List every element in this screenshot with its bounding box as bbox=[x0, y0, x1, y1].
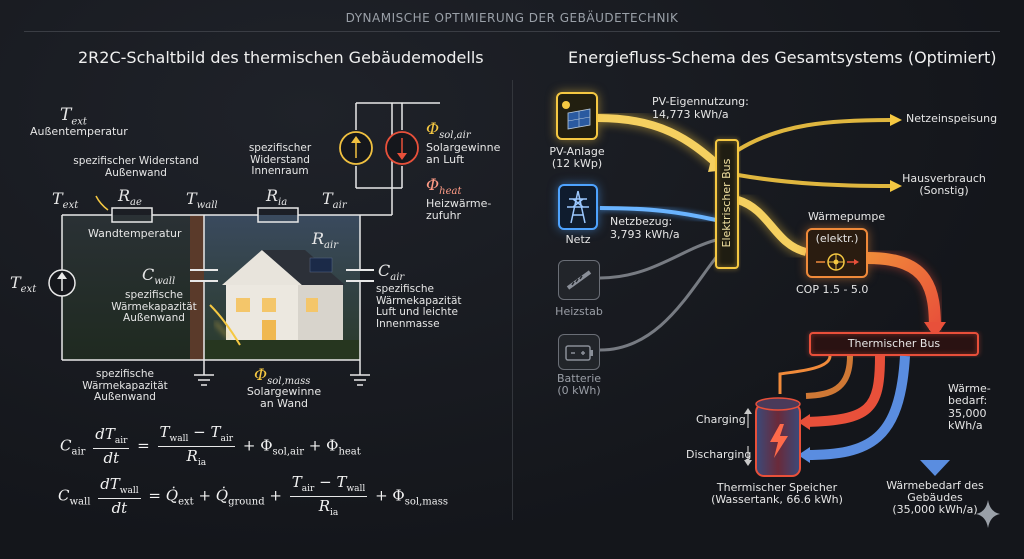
grid-label: Netz bbox=[565, 233, 591, 246]
phi-sol-air-desc: Solargewinne an Luft bbox=[426, 141, 501, 167]
resistor-ria bbox=[257, 207, 299, 223]
r-ia-desc: spezifischer Widerstand Innenraum bbox=[248, 142, 312, 178]
phi-heat-symbol: Φheat bbox=[426, 175, 462, 198]
flow-discharging bbox=[805, 355, 910, 460]
current-source-heat bbox=[385, 131, 419, 165]
thermal-bus-label: Thermischer Bus bbox=[847, 337, 941, 350]
heating-rod-icon bbox=[558, 260, 600, 300]
pv-flow-label: PV-Eigennutzung: 14,773 kWh/a bbox=[652, 95, 749, 121]
heatpump-title: Wärmepumpe bbox=[808, 210, 886, 223]
left-panel-title: 2R2C-Schaltbild des thermischen Gebäudem… bbox=[78, 48, 484, 67]
label-r-ae: Rae bbox=[118, 186, 142, 209]
flow-pv-to-bus bbox=[597, 114, 721, 168]
export-label: Netzeinspeisung bbox=[906, 112, 998, 125]
charging-label: Charging bbox=[696, 413, 746, 426]
wall-temp-label: Wandtemperatur bbox=[88, 227, 182, 240]
flow-bus-to-household bbox=[737, 173, 891, 188]
heat-pump-icon bbox=[808, 248, 866, 276]
flow-bus-to-export bbox=[736, 118, 891, 152]
resistor-rae bbox=[111, 207, 153, 223]
electric-bus-label: Elektrischer Bus bbox=[719, 158, 733, 248]
building-demand-label: Wärmebedarf des Gebäudes (35,000 kWh/a) bbox=[886, 479, 984, 517]
battery-icon bbox=[558, 334, 600, 370]
phi-sol-mass-symbol: Φsol,mass bbox=[254, 365, 311, 388]
flow-grid-to-bus bbox=[599, 206, 717, 222]
right-panel-title: Energiefluss-Schema des Gesamtsystems (O… bbox=[568, 48, 997, 67]
house-illustration bbox=[204, 250, 360, 360]
ground-symbol-right bbox=[350, 374, 370, 386]
wall-section bbox=[190, 215, 204, 360]
flow-bus-to-heatpump bbox=[736, 196, 808, 256]
c-wall-desc: spezifische Wärmekapazität Außenwand bbox=[111, 289, 197, 325]
pv-label: PV-Anlage (12 kWp) bbox=[549, 145, 605, 171]
heatpump-box-label: (elektr.) bbox=[815, 232, 859, 245]
flow-heatpump-to-thermalbus bbox=[867, 252, 941, 331]
node-t-wall: Twall bbox=[186, 189, 218, 212]
heat-pump-box: (elektr.) bbox=[806, 228, 868, 278]
source-t-ext-label: Text bbox=[10, 273, 37, 296]
flow-heater-to-bus bbox=[599, 238, 717, 280]
heat-demand-flow-label: Wärme- bedarf: 35,000 kWh/a bbox=[948, 382, 991, 432]
pointer-arrow-rae bbox=[95, 195, 109, 211]
label-r-air: Rair bbox=[312, 229, 338, 252]
t-ext-top: Text bbox=[60, 105, 87, 128]
label-c-air: Cair bbox=[378, 261, 405, 284]
circuit-wires bbox=[61, 102, 440, 375]
phi-sol-mass-desc: Solargewinne an Wand bbox=[246, 385, 322, 411]
storage-label: Thermischer Speicher (Wassertank, 66.6 k… bbox=[711, 481, 843, 507]
sparkle-icon bbox=[976, 500, 1000, 528]
r-ae-desc: spezifischer Widerstand Außenwand bbox=[73, 155, 199, 179]
ground-symbol-left bbox=[194, 374, 214, 386]
solar-ray-wall bbox=[209, 304, 241, 346]
node-t-ext: Text bbox=[52, 189, 79, 212]
current-source-sol-air bbox=[339, 131, 373, 165]
thermal-storage-tank bbox=[755, 397, 801, 477]
label-r-ia: Ria bbox=[266, 186, 288, 209]
household-label: Hausverbrauch (Sonstig) bbox=[902, 172, 986, 198]
header-title: DYNAMISCHE OPTIMIERUNG DER GEBÄUDETECHNI… bbox=[24, 8, 1000, 32]
phi-sol-air-symbol: Φsol,air bbox=[426, 119, 471, 142]
label-c-wall: Cwall bbox=[142, 265, 176, 288]
capacitor-cwall bbox=[190, 269, 218, 282]
battery-label: Batterie (0 kWh) bbox=[556, 372, 602, 398]
t-ext-top-desc: Außentemperatur bbox=[30, 125, 128, 138]
solar-panel-icon bbox=[556, 92, 598, 140]
capacitor-cair bbox=[346, 269, 374, 282]
power-tower-icon bbox=[558, 184, 598, 230]
outdoor-scene bbox=[62, 215, 190, 360]
bottom-cap-desc: spezifische Wärmekapazität Außenwand bbox=[82, 368, 168, 404]
flow-charging bbox=[805, 355, 885, 427]
phi-heat-desc: Heizwärme- zufuhr bbox=[426, 197, 492, 223]
discharging-label: Discharging bbox=[686, 448, 752, 461]
heater-label: Heizstab bbox=[555, 305, 603, 318]
c-air-desc: spezifische Wärmekapazität Luft und leic… bbox=[376, 283, 462, 330]
heatpump-cop: COP 1.5 - 5.0 bbox=[796, 283, 869, 296]
grid-flow-label: Netzbezug: 3,793 kWh/a bbox=[610, 215, 680, 241]
panel-divider bbox=[512, 80, 513, 520]
source-text-symbol bbox=[48, 269, 76, 297]
flow-battery-to-bus bbox=[599, 254, 720, 352]
node-t-air: Tair bbox=[322, 189, 347, 212]
